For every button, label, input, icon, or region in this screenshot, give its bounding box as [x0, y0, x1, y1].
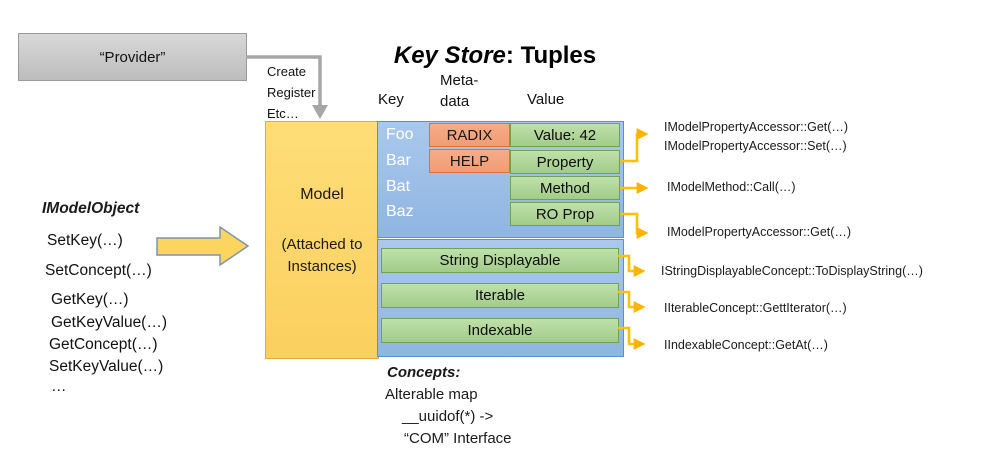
key-bat: Bat: [386, 178, 411, 195]
title-key-store: Key Store: [393, 42, 506, 69]
method-setkey: SetKey(…): [47, 232, 123, 249]
model-subtitle-line2: Instances): [287, 258, 357, 275]
create-register-label: Create Register Etc…: [267, 61, 315, 124]
annotation-property-set: IModelPropertyAccessor::Set(…): [664, 139, 847, 153]
value-box-ro-prop: RO Prop: [510, 202, 620, 226]
note-com-interface: “COM” Interface: [404, 430, 512, 447]
title-tuples: : Tuples: [505, 42, 597, 69]
annotation-todisplaystring: IStringDisplayableConcept::ToDisplayStri…: [661, 264, 923, 278]
concept-row-iterable: Iterable: [381, 283, 619, 308]
model-title: Model: [300, 186, 344, 203]
metadata-radix-label: RADIX: [446, 126, 493, 144]
method-getkeyvalue: GetKeyValue(…): [51, 314, 168, 331]
indexable-label: Indexable: [467, 322, 533, 339]
metadata-help-label: HELP: [449, 152, 490, 170]
imodelobject-title: IModelObject: [42, 200, 140, 217]
etc-label: Etc…: [267, 106, 299, 121]
page-title: Key Store: Tuples: [320, 42, 670, 70]
model-box: Model (Attached to Instances): [265, 121, 379, 359]
key-baz: Baz: [386, 203, 414, 220]
metadata-header-line2: data: [440, 93, 470, 110]
annotation-getat: IIndexableConcept::GetAt(…): [664, 338, 828, 352]
register-label: Register: [267, 85, 316, 100]
value-box-value42: Value: 42: [510, 123, 620, 147]
iterable-label: Iterable: [474, 287, 526, 304]
column-header-key: Key: [378, 91, 404, 108]
note-uuidof: __uuidof(*) ->: [402, 408, 494, 425]
provider-box: “Provider”: [18, 33, 247, 81]
method-ellipsis: …: [51, 378, 67, 395]
concept-row-indexable: Indexable: [381, 318, 619, 343]
method-label: Method: [539, 179, 591, 197]
value-box-method: Method: [510, 176, 620, 200]
provider-label: “Provider”: [99, 48, 166, 66]
key-bar: Bar: [386, 152, 411, 169]
model-subtitle-line1: (Attached to: [281, 236, 363, 253]
string-displayable-label: String Displayable: [439, 252, 561, 269]
metadata-help-box: HELP: [429, 149, 510, 173]
ro-prop-label: RO Prop: [535, 205, 595, 223]
value-42-label: Value: 42: [533, 126, 597, 144]
annotation-roprop-get: IModelPropertyAccessor::Get(…): [667, 225, 852, 239]
note-alterable-map: Alterable map: [385, 386, 478, 403]
method-setkeyvalue: SetKeyValue(…): [49, 358, 164, 375]
annotation-method-call: IModelMethod::Call(…): [667, 180, 796, 194]
imodelobject-to-model-arrow-icon: [156, 225, 250, 267]
value-box-property: Property: [510, 150, 620, 174]
key-foo: Foo: [386, 126, 414, 143]
create-label: Create: [267, 64, 307, 79]
method-getkey: GetKey(…): [51, 291, 129, 308]
concepts-note-title: Concepts:: [387, 364, 461, 381]
metadata-header-line1: Meta-: [440, 72, 479, 89]
annotation-getiterator: IIterableConcept::GettIterator(…): [664, 301, 847, 315]
method-setconcept: SetConcept(…): [45, 262, 152, 279]
column-header-value: Value: [527, 91, 565, 108]
concept-row-string-displayable: String Displayable: [381, 248, 619, 273]
annotation-property-get: IModelPropertyAccessor::Get(…): [664, 120, 849, 134]
metadata-radix-box: RADIX: [429, 123, 510, 147]
method-getconcept: GetConcept(…): [49, 336, 158, 353]
column-header-metadata: Meta- data: [440, 70, 478, 112]
property-label: Property: [536, 153, 594, 171]
